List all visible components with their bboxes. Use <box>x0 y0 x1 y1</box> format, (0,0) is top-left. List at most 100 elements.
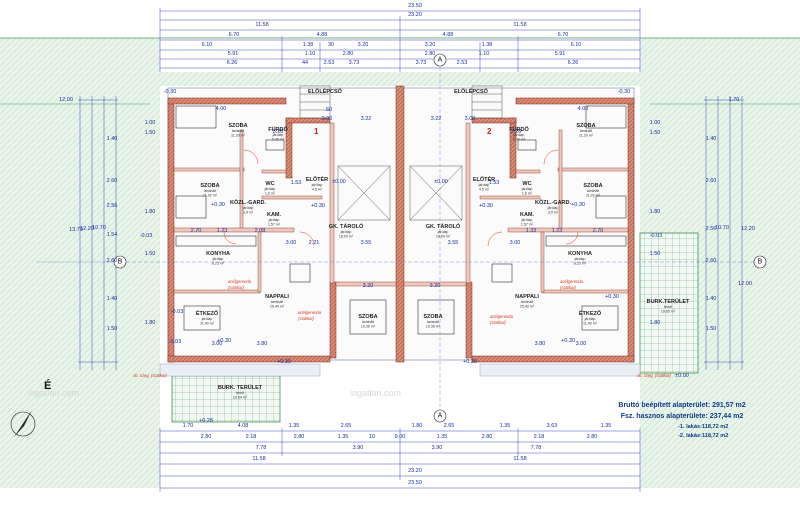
dimension-label-top: 2.80 <box>425 51 436 57</box>
dimension-label-top: 4.88 <box>443 32 454 38</box>
dimension-label-top: 6.10 <box>571 42 582 48</box>
axis-lines <box>120 55 760 420</box>
furniture <box>175 105 627 335</box>
room-floor-finish: járólap <box>268 218 280 222</box>
structural-note: acélgerenda <box>298 310 322 315</box>
dimension-label-inner: 3.80 <box>535 341 546 347</box>
dimension-label-inner: 2.70 <box>593 228 604 234</box>
dimension-label-top: 23.20 <box>408 12 422 18</box>
dimension-label-right: 2.56 <box>706 226 717 232</box>
dimension-label-left: 1.50 <box>145 130 156 136</box>
room-area: 11,20 m² <box>579 134 594 138</box>
dimension-label-inner: 3.55 <box>448 240 459 246</box>
room-name: ELŐTÉR <box>473 175 495 183</box>
dimension-label-levels: ±0.00 <box>675 373 689 379</box>
dimension-ticks <box>78 8 744 492</box>
dimension-label-top: 11.58 <box>513 22 526 28</box>
dimension-label-bottom: 2.18 <box>246 434 257 440</box>
axis-marker-b-right <box>753 255 767 269</box>
dimension-label-bottom: 2.18 <box>534 434 545 440</box>
dimension-label-left: 1.50 <box>107 326 118 332</box>
room-area: 3,9 m² <box>243 211 254 215</box>
dimension-label-right: 2.60 <box>706 178 717 184</box>
dimension-label-top: 2.53 <box>457 60 468 66</box>
dimension-label-inner: 2.21 <box>309 240 320 246</box>
axis-markers <box>113 53 767 423</box>
structural-note: vb. szeg. (statikai) <box>637 373 671 378</box>
dimension-label-inner: 3.00 <box>576 341 587 347</box>
room-name: FÜRDŐ <box>509 126 529 133</box>
dimension-label-left: 2.56 <box>107 203 118 209</box>
room-name: ÉTKEZŐ <box>579 309 602 317</box>
room-floor-finish: járólap <box>584 317 596 321</box>
dimension-label-levels: +0.30 <box>605 294 619 300</box>
dimension-label-top: 6.70 <box>558 32 569 38</box>
dimension-label-inner: 2.08 <box>255 228 266 234</box>
dimension-label-top: 30 <box>328 42 334 48</box>
room-name: BURK. TERÜLET <box>218 384 263 391</box>
room-floor-finish: járólap <box>264 187 276 191</box>
dimension-label-levels: -0.30 <box>164 89 177 95</box>
eaves-left <box>159 363 321 377</box>
dimension-label-inner: 3.00 <box>465 116 476 122</box>
dimension-label-bottom: 7.78 <box>256 445 267 451</box>
dimension-label-top: 6.70 <box>229 32 240 38</box>
dimension-label-right: 1.00 <box>650 120 661 126</box>
dimension-label-right: 1.40 <box>706 296 717 302</box>
dimension-label-levels: +0.30 <box>463 359 477 365</box>
room-area: 11,02 m² <box>203 194 218 198</box>
dimension-label-inner: 3.22 <box>361 116 372 122</box>
north-arrow: É <box>10 379 51 437</box>
dimension-label-top: 2.53 <box>324 60 335 66</box>
dimension-label-levels: -0.03 <box>169 339 182 345</box>
dimension-label-levels: +0.30 <box>311 203 325 209</box>
room-floor-finish: laminált <box>204 189 216 193</box>
dimension-label-top: 2.80 <box>343 51 354 57</box>
dimension-label-inner: 3.00 <box>286 240 297 246</box>
room-floor-finish: járólap <box>574 257 586 261</box>
structural-notes: acélgerenda(statikai)acélgerenda(statika… <box>133 279 671 378</box>
dimension-label-levels: +0.30 <box>479 203 493 209</box>
dimension-label-bottom: 1.35 <box>437 434 448 440</box>
room-name: KÖZL.-GARD. <box>230 199 267 206</box>
room-floor-finish: laminált <box>362 320 374 324</box>
dimension-label-bottom: 23.20 <box>408 468 422 474</box>
structural-note: acélgerenda <box>490 314 514 319</box>
dimension-label-levels: +0.30 <box>211 202 225 208</box>
room-area: 25,49 m² <box>520 305 535 309</box>
dimension-label-inner: 3.22 <box>431 116 442 122</box>
dimension-label-bottom: 1.35 <box>338 434 349 440</box>
dimension-label-bottom: 2.80 <box>482 434 493 440</box>
section-marker-two: 2 <box>487 127 492 136</box>
dimension-label-left: 1.80 <box>145 209 156 215</box>
dimension-label-bottom: 9.00 <box>395 434 406 440</box>
room-floor-finish: járólap <box>242 206 254 210</box>
room-name: KAM. <box>267 212 282 218</box>
dimension-label-bottom: 1.35 <box>500 423 511 429</box>
dimension-label-levels: +0.30 <box>217 338 231 344</box>
dimension-label-inner: 3.00 <box>322 116 333 122</box>
room-name: SZOBA <box>583 183 602 189</box>
room-floor-finish: járólap <box>340 230 352 234</box>
dimension-label-right: 1.40 <box>706 136 717 142</box>
room-name: GK. TÁROLÓ <box>426 222 461 230</box>
room-area: 1,6 m² <box>265 192 276 196</box>
dimension-label-top: 6.26 <box>568 60 579 66</box>
dimension-label-bottom: 11.58 <box>252 456 265 462</box>
front-steps <box>299 85 503 119</box>
dimension-label-inner: 3.20 <box>511 129 522 135</box>
dimension-label-top: 1.38 <box>482 42 493 48</box>
axis-label-a-top: A <box>438 57 443 64</box>
axis-label-b-left: B <box>118 259 123 266</box>
room-floor-finish: járólap <box>521 218 533 222</box>
dimension-label-top: 3.20 <box>358 42 369 48</box>
room-name: NAPPALI <box>515 294 539 300</box>
room-area: 11,02 m² <box>586 194 601 198</box>
room-floor-finish: laminált <box>587 189 599 193</box>
room-floor-finish: járólap <box>212 257 224 261</box>
room-floor-finish: laminált <box>271 300 283 304</box>
dimension-label-left: 1.40 <box>107 296 118 302</box>
dimension-label-levels: +0.28 <box>199 418 213 424</box>
